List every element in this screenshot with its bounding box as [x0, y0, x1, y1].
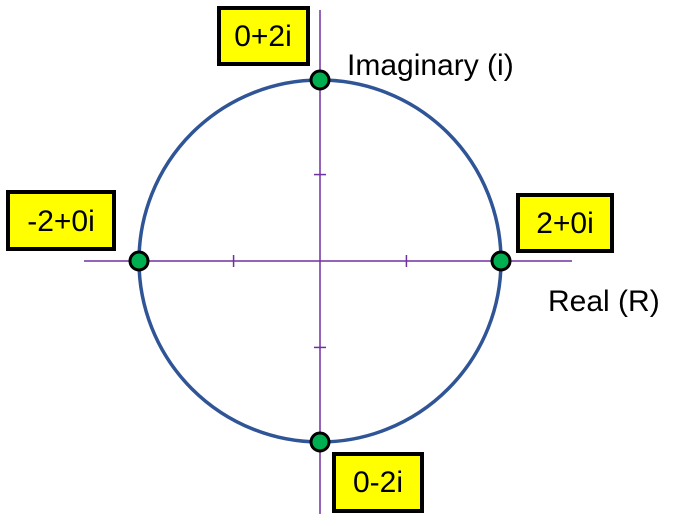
imaginary-axis-label: Imaginary (i): [347, 49, 514, 82]
label-box-bottom: 0-2i: [332, 452, 424, 513]
axis-ticks: [232, 173, 408, 349]
label-top: 0+2i: [234, 20, 292, 53]
complex-point: [309, 431, 331, 453]
label-box-top-rect: [217, 6, 310, 66]
label-box-left-rect: [6, 190, 116, 251]
real-axis-label: Real (R): [548, 285, 660, 318]
label-box-top: 0+2i: [217, 6, 310, 66]
complex-point: [128, 250, 150, 272]
label-bottom: 0-2i: [353, 466, 403, 499]
label-box-left: -2+0i: [6, 190, 116, 251]
label-box-right-rect: [516, 193, 614, 253]
label-right: 2+0i: [536, 207, 594, 240]
label-box-right: 2+0i: [516, 193, 614, 253]
label-box-bottom-rect: [332, 452, 424, 513]
complex-point: [309, 69, 331, 91]
points-group: [128, 69, 512, 453]
label-left: -2+0i: [27, 205, 95, 238]
complex-point: [490, 250, 512, 272]
